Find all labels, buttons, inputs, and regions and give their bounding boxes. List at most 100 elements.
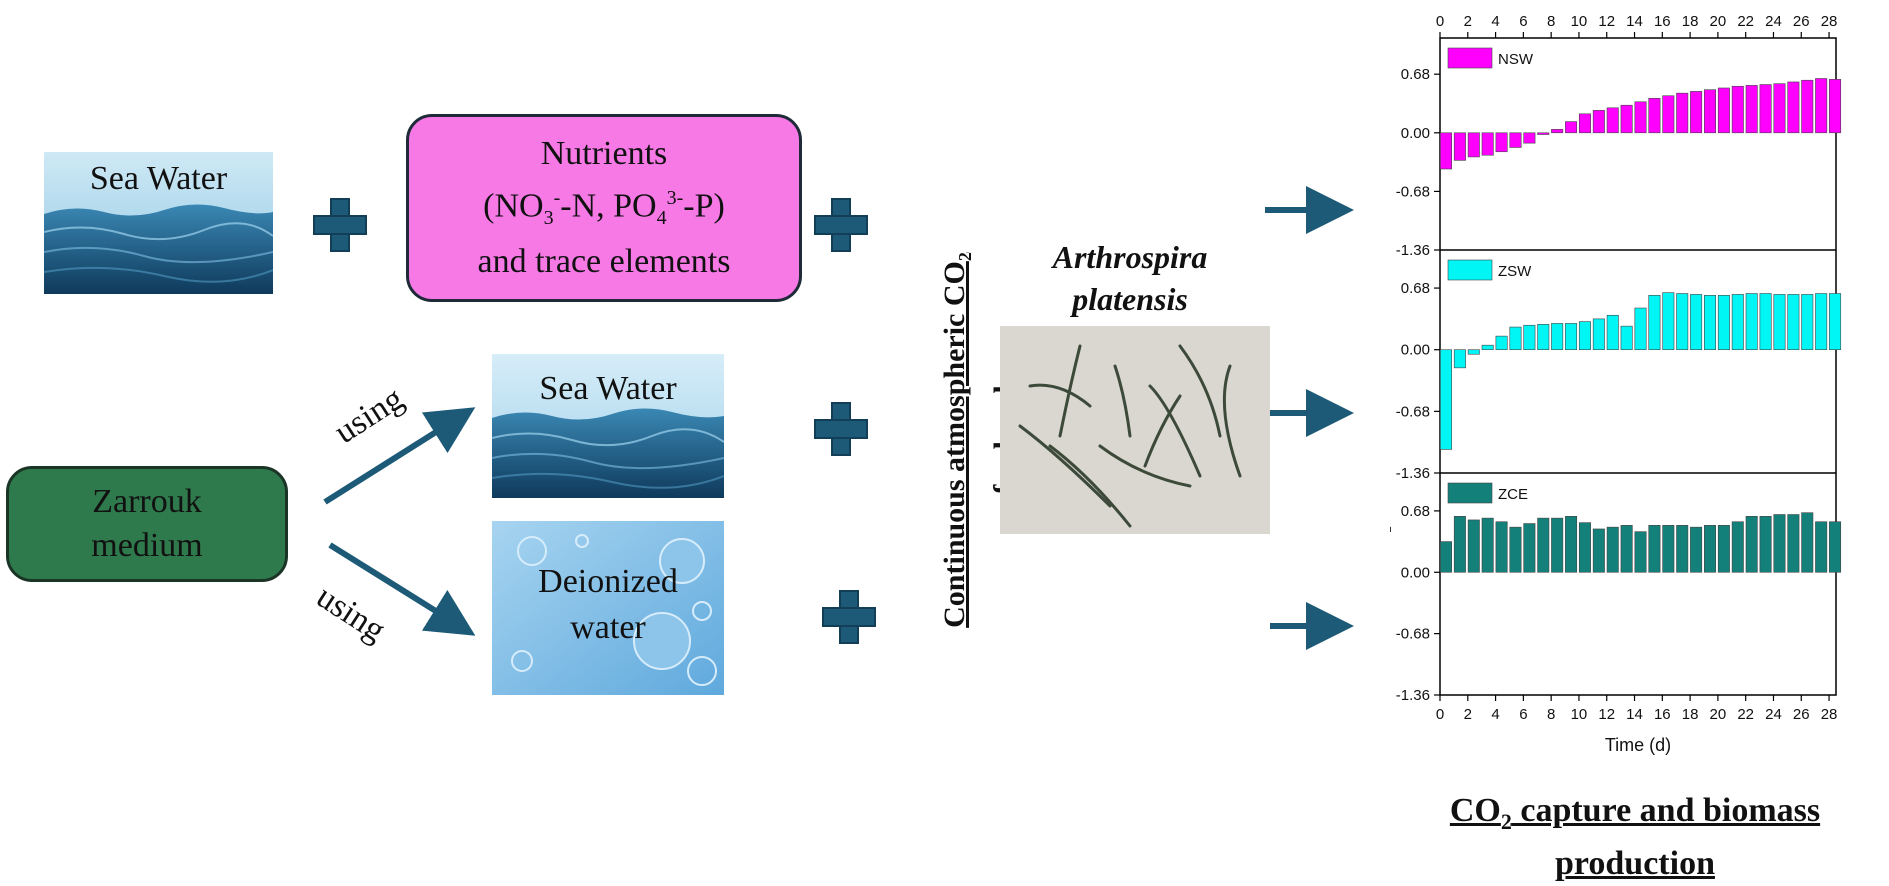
bar-zce-16: [1662, 525, 1675, 573]
bar-zsw-19: [1704, 295, 1716, 351]
bar-nsw-17: [1676, 92, 1689, 134]
x-tick-label-bottom: 8: [1547, 706, 1555, 723]
x-tick-label-bottom: 4: [1491, 706, 1499, 723]
bar-nsw-20: [1717, 87, 1730, 134]
plus-icon: [814, 402, 868, 456]
sea-water-label-mid: Sea Water: [539, 370, 677, 407]
bar-zsw-12: [1606, 314, 1619, 351]
bar-zce-11: [1592, 528, 1605, 573]
x-tick-label-top: 24: [1765, 13, 1782, 30]
x-tick-label-top: 20: [1710, 13, 1727, 30]
bar-zsw-6: [1523, 324, 1536, 351]
legend-label-zce: ZCE: [1498, 486, 1528, 503]
bar-nsw-11: [1592, 110, 1605, 134]
bar-zce-2: [1467, 519, 1480, 573]
bar-zce-0: [1440, 541, 1452, 573]
microscope-image: [1000, 326, 1270, 534]
x-tick-label-bottom: 12: [1598, 706, 1615, 723]
bar-zsw-17: [1676, 293, 1689, 351]
x-tick-label-top: 0: [1436, 13, 1444, 30]
bar-nsw-19: [1704, 89, 1716, 134]
x-tick-label-bottom: 6: [1519, 706, 1527, 723]
bar-zce-8: [1551, 517, 1564, 573]
nutrients-box: Nutrients (NO3--N, PO43--P) and trace el…: [406, 114, 802, 302]
arrow-to-deionized-water: [328, 542, 476, 636]
bar-zce-19: [1704, 525, 1716, 573]
bar-zsw-18: [1690, 294, 1703, 351]
zarrouk-medium-box: Zarrouk medium: [6, 466, 288, 582]
sea-water-label-top: Sea Water: [89, 160, 228, 197]
y-tick-label: 0.00: [1401, 342, 1430, 359]
bar-zce-13: [1620, 525, 1633, 573]
y-tick-label: 0.00: [1401, 125, 1430, 142]
bar-zce-21: [1731, 521, 1744, 573]
nutrients-trace-elements: and trace elements: [477, 243, 731, 281]
bar-zce-24: [1773, 514, 1786, 573]
bar-zsw-14: [1634, 307, 1647, 351]
x-tick-label-bottom: 24: [1765, 706, 1782, 723]
x-tick-label-bottom: 10: [1571, 706, 1588, 723]
x-tick-label-top: 12: [1598, 13, 1615, 30]
bar-nsw-13: [1620, 104, 1633, 134]
x-tick-label-bottom: 14: [1626, 706, 1643, 723]
x-tick-label-bottom: 28: [1821, 706, 1838, 723]
bar-zce-28: [1829, 521, 1842, 573]
y-tick-label: 0.68: [1401, 503, 1430, 520]
bar-zsw-15: [1648, 295, 1661, 351]
deionized-water-label: Deionized water: [538, 563, 678, 646]
bar-nsw-25: [1787, 81, 1800, 134]
bar-zce-5: [1509, 526, 1522, 573]
output-title: CO2 capture and biomass production: [1449, 792, 1821, 882]
bar-zce-9: [1565, 516, 1578, 573]
y-tick-label: -1.36: [1396, 687, 1430, 704]
bar-zce-12: [1606, 526, 1619, 573]
bar-zce-26: [1801, 512, 1814, 573]
bar-zce-23: [1759, 516, 1772, 573]
bar-nsw-4: [1495, 132, 1508, 153]
bar-zce-7: [1537, 517, 1550, 573]
bar-nsw-9: [1565, 121, 1578, 134]
bar-zce-25: [1787, 514, 1800, 573]
y-tick-label: -0.68: [1396, 403, 1430, 420]
bar-nsw-24: [1773, 83, 1786, 134]
bar-zsw-7: [1537, 324, 1550, 351]
bar-zce-4: [1495, 521, 1508, 573]
x-tick-label-top: 8: [1547, 13, 1555, 30]
bar-nsw-3: [1481, 132, 1494, 156]
bar-nsw-14: [1634, 101, 1647, 134]
bar-zce-10: [1578, 522, 1591, 573]
bar-nsw-10: [1578, 113, 1591, 134]
arthrospira-micrograph: [1000, 326, 1270, 534]
bar-zsw-3: [1481, 344, 1494, 351]
bar-zsw-9: [1565, 323, 1578, 351]
bar-zsw-24: [1773, 294, 1786, 351]
y-tick-label: 0.00: [1401, 564, 1430, 581]
bar-zsw-2: [1467, 349, 1480, 355]
bar-zce-18: [1690, 526, 1703, 573]
sea-water-image-mid: Sea Water: [492, 354, 724, 498]
bar-zsw-25: [1787, 294, 1800, 351]
plus-icon: [814, 198, 868, 252]
bar-nsw-2: [1467, 132, 1480, 158]
bar-zsw-16: [1662, 292, 1675, 351]
bar-nsw-21: [1731, 85, 1744, 134]
organism-name: Arthrospira platensis: [1052, 239, 1208, 317]
x-tick-label-bottom: 18: [1682, 706, 1699, 723]
y-tick-label: -1.36: [1396, 242, 1430, 259]
bar-zsw-5: [1509, 326, 1522, 351]
bar-zsw-28: [1829, 293, 1842, 351]
bar-nsw-15: [1648, 98, 1661, 134]
bar-nsw-5: [1509, 132, 1522, 148]
bar-zsw-22: [1745, 293, 1758, 351]
y-tick-label: 0.68: [1401, 280, 1430, 297]
bar-nsw-16: [1662, 95, 1675, 134]
chart-frame: [1439, 37, 1837, 696]
y-axis-label: CO2 fixation (mg L-1 d-1): [1390, 388, 1394, 557]
bar-zsw-8: [1551, 323, 1564, 351]
x-tick-label-top: 10: [1571, 13, 1588, 30]
bar-zsw-11: [1592, 318, 1605, 351]
bar-nsw-27: [1815, 78, 1828, 134]
sea-water-picture: [44, 152, 273, 294]
x-tick-label-top: 6: [1519, 13, 1527, 30]
